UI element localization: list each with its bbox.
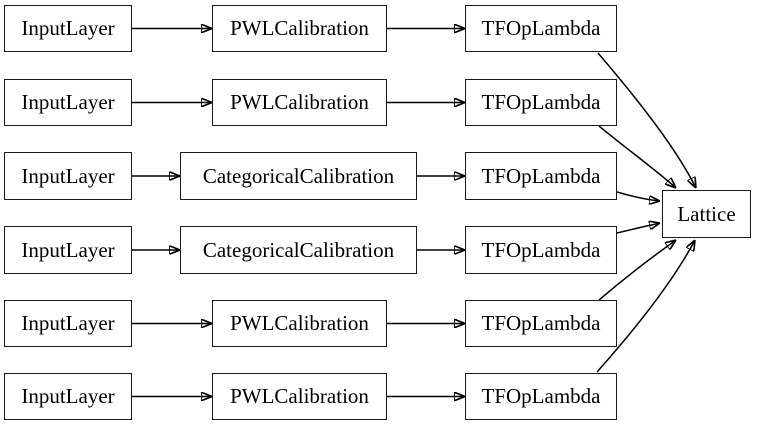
node-label: InputLayer [21, 90, 115, 114]
node-label: CategoricalCalibration [202, 163, 395, 188]
node-label: InputLayer [21, 237, 115, 262]
edge-row5-op-to-lattice [598, 240, 676, 301]
edge-row4-op-to-lattice [616, 223, 660, 234]
edge-row6-op-to-lattice [596, 240, 695, 373]
node-label: InputLayer [21, 163, 115, 188]
node-tfoplambda-row5: TFOpLambda [465, 300, 617, 347]
node-label: Lattice [677, 201, 736, 226]
node-pwlcalibration-row6: PWLCalibration [212, 373, 387, 420]
node-tfoplambda-row2: TFOpLambda [465, 79, 617, 126]
node-label: TFOpLambda [481, 311, 601, 335]
node-inputlayer-row6: InputLayer [4, 373, 132, 420]
node-label: InputLayer [21, 311, 115, 335]
edge-row2-op-to-lattice [598, 125, 676, 188]
node-label: PWLCalibration [230, 384, 369, 408]
edge-row3-op-to-lattice [616, 191, 660, 201]
node-label: InputLayer [21, 384, 115, 408]
node-label: CategoricalCalibration [202, 237, 395, 262]
node-categoricalcalibration-row3: CategoricalCalibration [180, 152, 417, 200]
node-inputlayer-row5: InputLayer [4, 300, 132, 347]
node-tfoplambda-row3: TFOpLambda [465, 152, 617, 200]
node-label: PWLCalibration [230, 90, 369, 114]
node-inputlayer-row3: InputLayer [4, 152, 132, 200]
node-inputlayer-row4: InputLayer [4, 226, 132, 274]
node-lattice: Lattice [662, 190, 751, 238]
node-tfoplambda-row4: TFOpLambda [465, 226, 617, 274]
node-pwlcalibration-row2: PWLCalibration [212, 79, 387, 126]
node-label: InputLayer [21, 16, 115, 40]
node-label: TFOpLambda [481, 16, 601, 40]
edge-row1-op-to-lattice [597, 52, 696, 188]
node-inputlayer-row1: InputLayer [4, 5, 132, 52]
node-label: PWLCalibration [230, 311, 369, 335]
node-label: TFOpLambda [481, 237, 601, 262]
node-label: TFOpLambda [481, 384, 601, 408]
node-pwlcalibration-row5: PWLCalibration [212, 300, 387, 347]
node-label: TFOpLambda [481, 163, 601, 188]
node-pwlcalibration-row1: PWLCalibration [212, 5, 387, 52]
node-inputlayer-row2: InputLayer [4, 79, 132, 126]
node-tfoplambda-row1: TFOpLambda [465, 5, 617, 52]
node-label: PWLCalibration [230, 16, 369, 40]
node-categoricalcalibration-row4: CategoricalCalibration [180, 226, 417, 274]
node-tfoplambda-row6: TFOpLambda [465, 373, 617, 420]
node-label: TFOpLambda [481, 90, 601, 114]
